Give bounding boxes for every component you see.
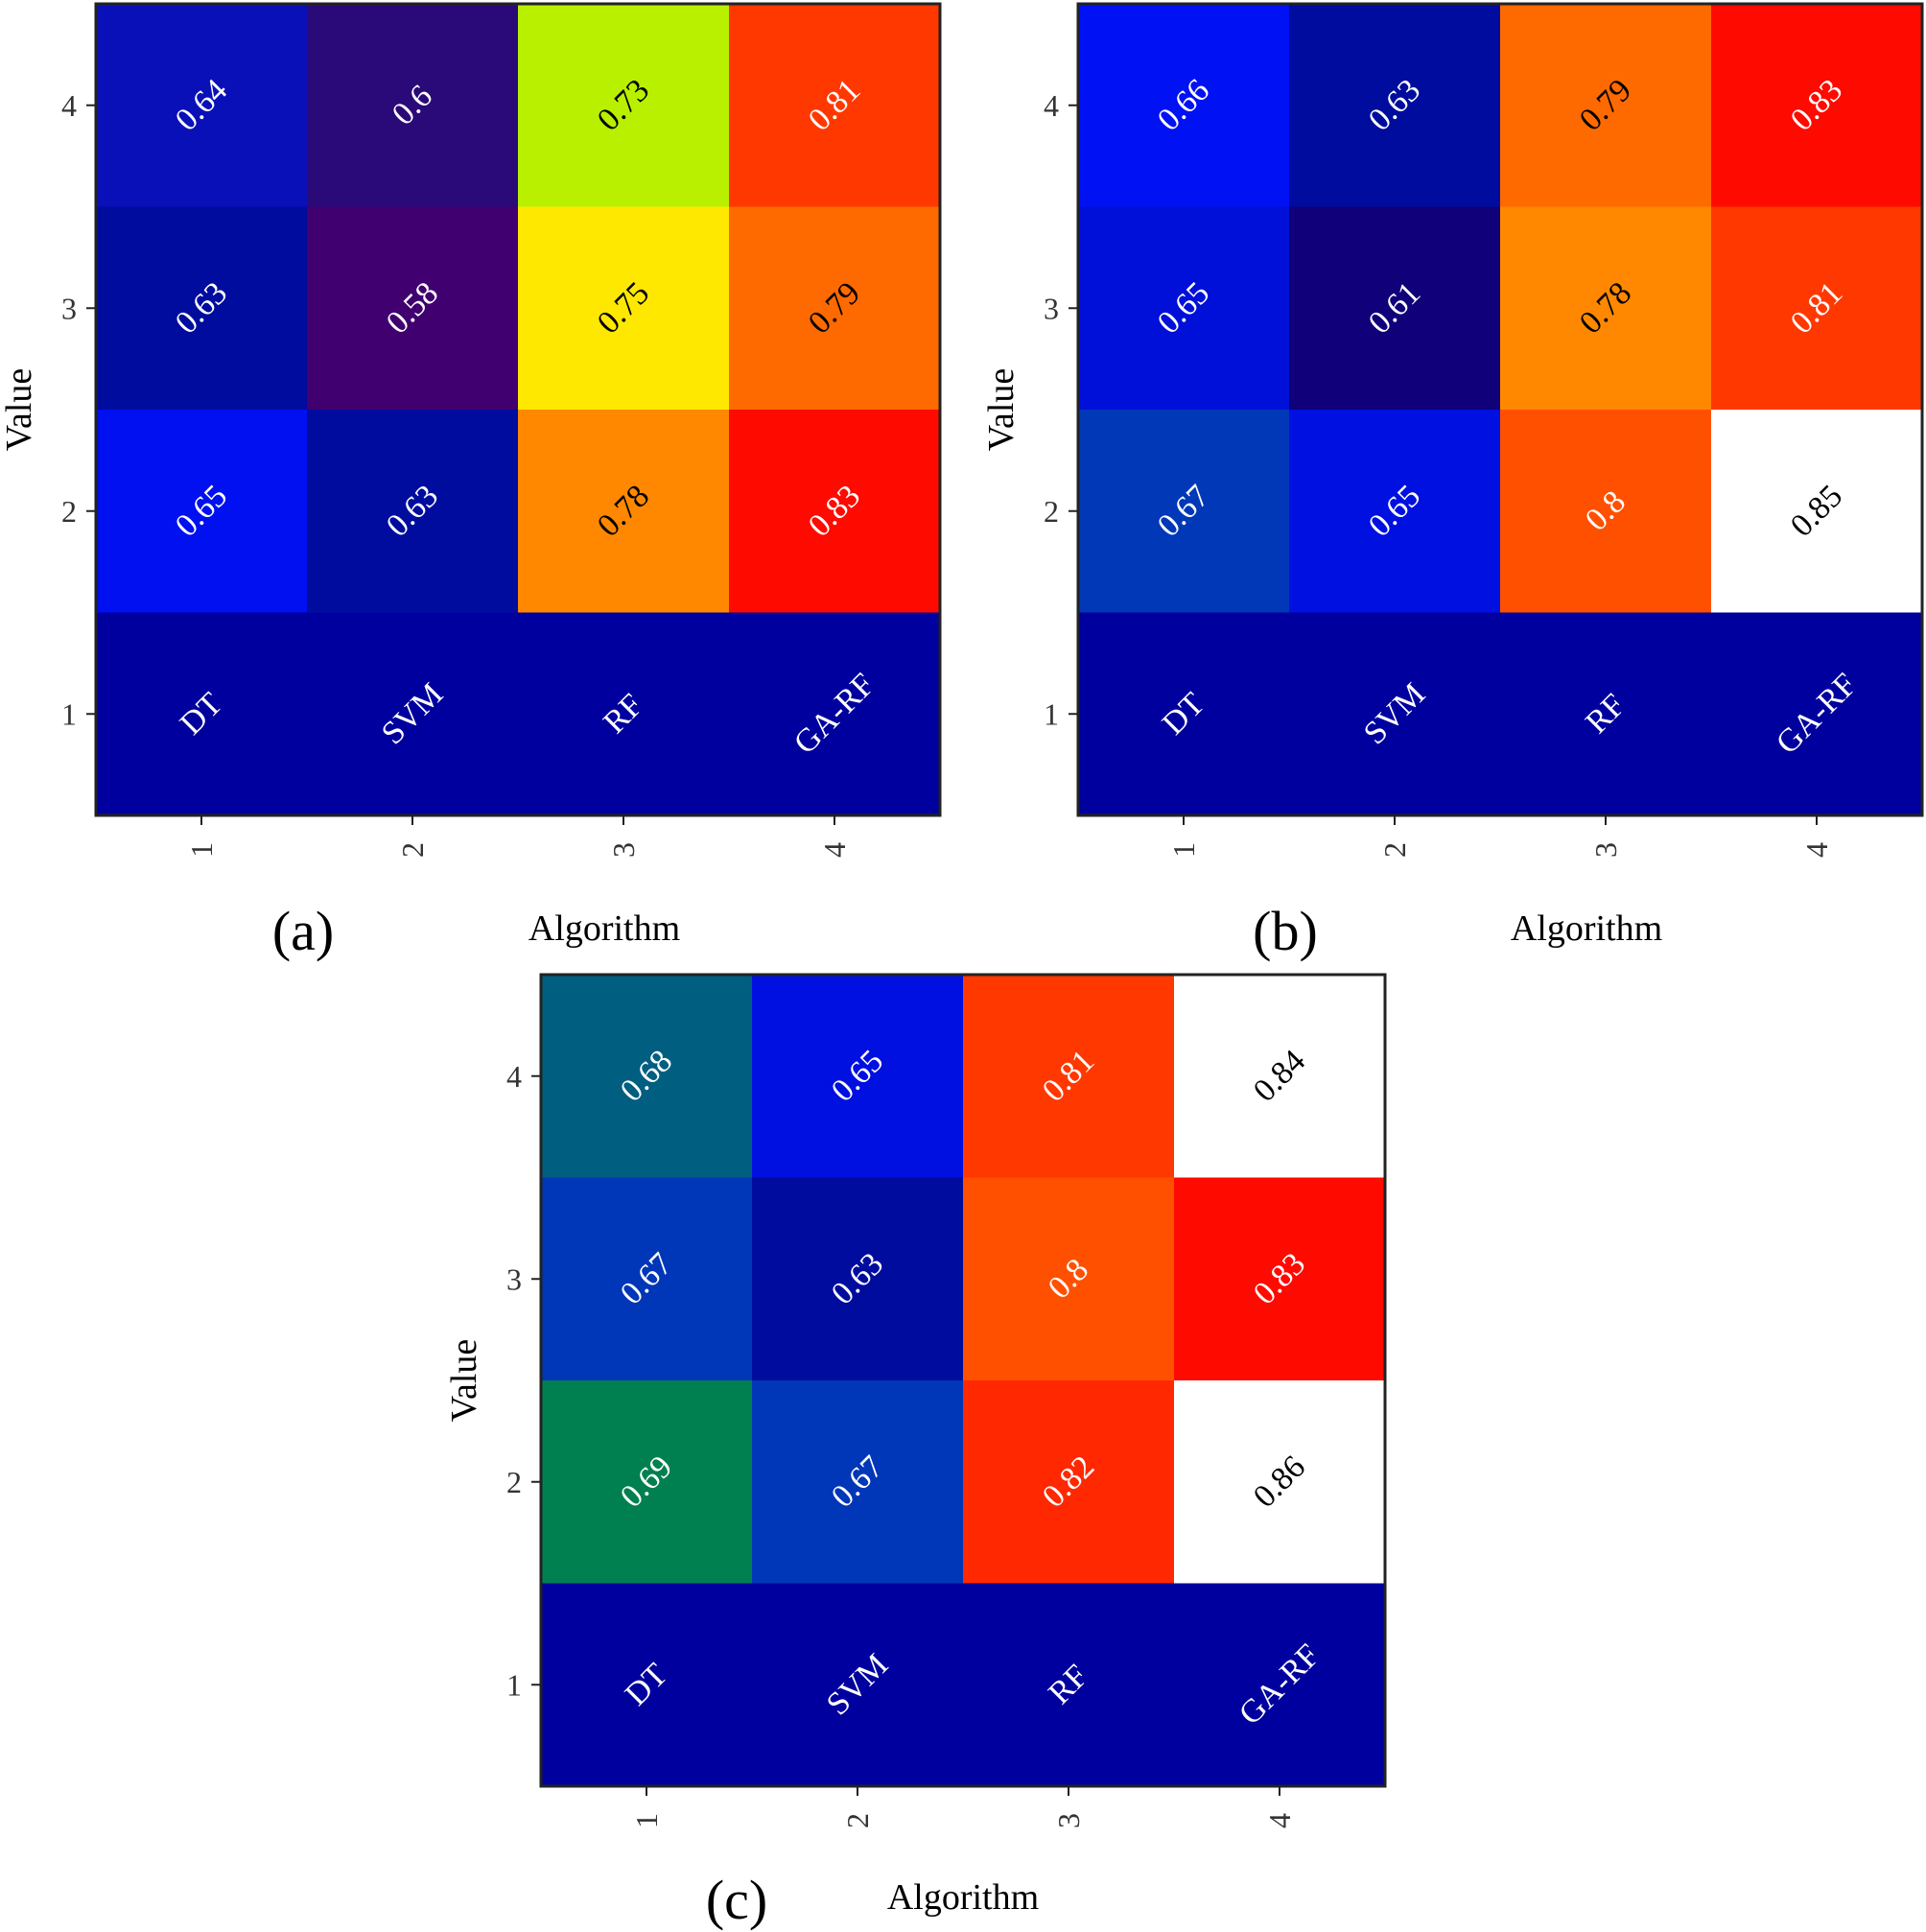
heatmap-cell [307,612,519,816]
heatmap-cell [752,1583,964,1787]
heatmap-cell [1078,612,1290,816]
x-tick-label: 4 [1799,842,1834,858]
y-tick-label: 3 [61,291,77,325]
heatmap-cell [729,206,941,411]
panel-label: (b) [1253,900,1318,962]
heatmap-cell [541,1177,753,1381]
heatmap-cell [1500,612,1712,816]
x-axis-label: Algorithm [887,1877,1039,1918]
heatmap-cell [963,975,1175,1178]
heatmap-cell [1711,612,1923,816]
plot-frame [94,2,942,817]
heatmap-cell [1711,206,1923,411]
x-axis-label: Algorithm [528,908,680,949]
heatmap-cell [518,4,730,207]
heatmap-cell [1078,410,1290,613]
heatmap-cell [752,975,964,1178]
heatmap-cell [541,975,753,1178]
heatmap-cell [1711,410,1923,613]
heatmap-cell [1174,1583,1386,1787]
heatmap-cell [729,4,941,207]
y-tick-label: 3 [506,1261,522,1296]
heatmap-cell [518,206,730,411]
heatmap-cell [1174,975,1386,1178]
heatmap-cell [1174,1177,1386,1381]
y-tick-label: 1 [61,696,77,731]
heatmap-cell [96,4,308,207]
panel-label: (c) [706,1869,767,1931]
y-tick-label: 1 [506,1667,522,1702]
y-axis-label: Value [0,368,39,452]
heatmap-cell [1500,410,1712,613]
y-axis-label: Value [981,368,1022,452]
heatmap-cell [1078,4,1290,207]
x-tick-label: 4 [1262,1813,1297,1828]
y-tick-label: 4 [61,88,77,123]
x-tick-label: 3 [1051,1813,1086,1828]
heatmap-cell [518,410,730,613]
x-tick-label: 2 [1377,842,1412,858]
heatmap-cell [729,410,941,613]
y-axis-label: Value [444,1339,484,1423]
heatmap-cell [1711,4,1923,207]
heatmap-cell [752,1177,964,1381]
heatmap-cell [1289,206,1501,411]
heatmap-cell [1289,410,1501,613]
y-tick-label: 2 [506,1465,522,1499]
x-tick-label: 2 [395,842,430,858]
heatmap-cell [307,4,519,207]
heatmap-cell [96,206,308,411]
heatmap-cell [729,612,941,816]
x-tick-label: 2 [840,1813,875,1828]
x-tick-label: 3 [606,842,641,858]
heatmap-cell [963,1380,1175,1584]
heatmap-cell [96,410,308,613]
heatmap-cell [96,612,308,816]
heatmap-cell [1500,206,1712,411]
heatmap-cell [1500,4,1712,207]
heatmap-cell [752,1380,964,1584]
y-tick-label: 4 [1044,88,1059,123]
x-tick-label: 1 [1166,842,1201,858]
heatmap-cell [541,1583,753,1787]
heatmap-cell [1078,206,1290,411]
heatmap-cell [1289,612,1501,816]
plot-frame [1076,2,1924,817]
heatmap-cell [307,206,519,411]
plot-frame [539,973,1387,1788]
heatmap-cell [963,1177,1175,1381]
heatmap-cell [518,612,730,816]
heatmap-cell [1289,4,1501,207]
x-tick-label: 3 [1588,842,1623,858]
x-tick-label: 1 [629,1813,664,1828]
heatmap-cell [1174,1380,1386,1584]
y-tick-label: 2 [61,494,77,529]
y-tick-label: 4 [506,1059,522,1094]
heatmap-cell [307,410,519,613]
panel-label: (a) [272,900,334,962]
x-tick-label: 4 [817,842,852,858]
y-tick-label: 3 [1044,291,1059,325]
y-tick-label: 1 [1044,696,1059,731]
heatmap-cell [963,1583,1175,1787]
heatmap-cell [541,1380,753,1584]
x-axis-label: Algorithm [1511,908,1662,949]
x-tick-label: 1 [184,842,219,858]
y-tick-label: 2 [1044,494,1059,529]
